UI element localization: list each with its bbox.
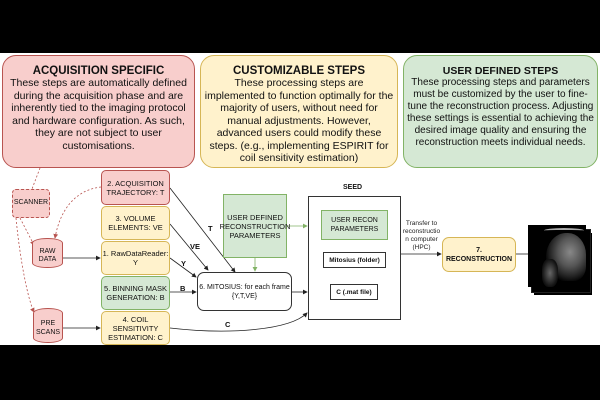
mri-image-stack [528,225,592,295]
edge-label-b: B [180,284,186,293]
category-customizable-steps: CUSTOMIZABLE STEPS These processing step… [200,55,398,168]
step-4-coil-sensitivity: 4. COIL SENSITIVITY ESTIMATION: C [101,311,170,345]
edge-label-ve: VE [190,242,201,251]
node-raw-data: RAW DATA [32,238,63,268]
edge-step1-mitosius [169,257,197,278]
node-user-defined-params: USER DEFINED RECONSTRUCTION PARAMETERS [220,194,290,258]
seed-mitosius-folder: Mitosius (folder) [323,252,386,268]
edge-label-y: Y [181,259,187,268]
edge-step2-raw [53,186,102,239]
step-3-volume-elements: 3. VOLUME ELEMENTS: VE [101,206,170,240]
edge-step4-seed [169,312,308,332]
category-acquisition-specific: ACQUISITION SPECIFIC These steps are aut… [2,55,195,168]
step-7-reconstruction: 7. RECONSTRUCTION [442,237,516,272]
seed-user-recon-params: USER RECON PARAMETERS [321,210,388,240]
category-text: These steps are automatically defined du… [10,77,187,152]
node-scanner: SCANNER [12,189,50,218]
edge-scanner-pre [15,217,35,313]
edge-label-t: T [208,224,213,233]
category-title: CUSTOMIZABLE STEPS [232,65,366,77]
transfer-label: Transfer to reconstruction computer (HPC… [402,220,441,251]
edge-label-c: C [225,320,231,329]
step-6-mitosius: 6. MITOSIUS: for each frame {Y,T,VE} [197,272,292,311]
step-5-binning-mask: 5. BINNING MASK GENERATION: B [101,276,170,310]
edge-category-scanner [31,167,41,190]
step-1-rawdatareader: 1. RawDataReader: Y [101,241,170,275]
category-user-defined-steps: USER DEFINED STEPS These processing step… [403,55,598,168]
category-text: These processing steps are implemented t… [204,77,394,164]
seed-label: SEED [343,184,363,191]
step-2-acquisition-trajectory: 2. ACQUISITION TRAJECTORY: T [101,170,170,205]
edge-step3-mitosius [169,223,209,271]
edge-step2-mitosius [169,187,236,273]
category-text: These processing steps and parameters mu… [407,77,594,148]
edge-scanner-raw [19,217,35,246]
node-pre-scans: PRE SCANS [33,308,63,343]
seed-c-mat-file: C (.mat file) [330,284,378,300]
category-title: USER DEFINED STEPS [442,65,559,77]
category-title: ACQUISITION SPECIFIC [32,65,165,77]
